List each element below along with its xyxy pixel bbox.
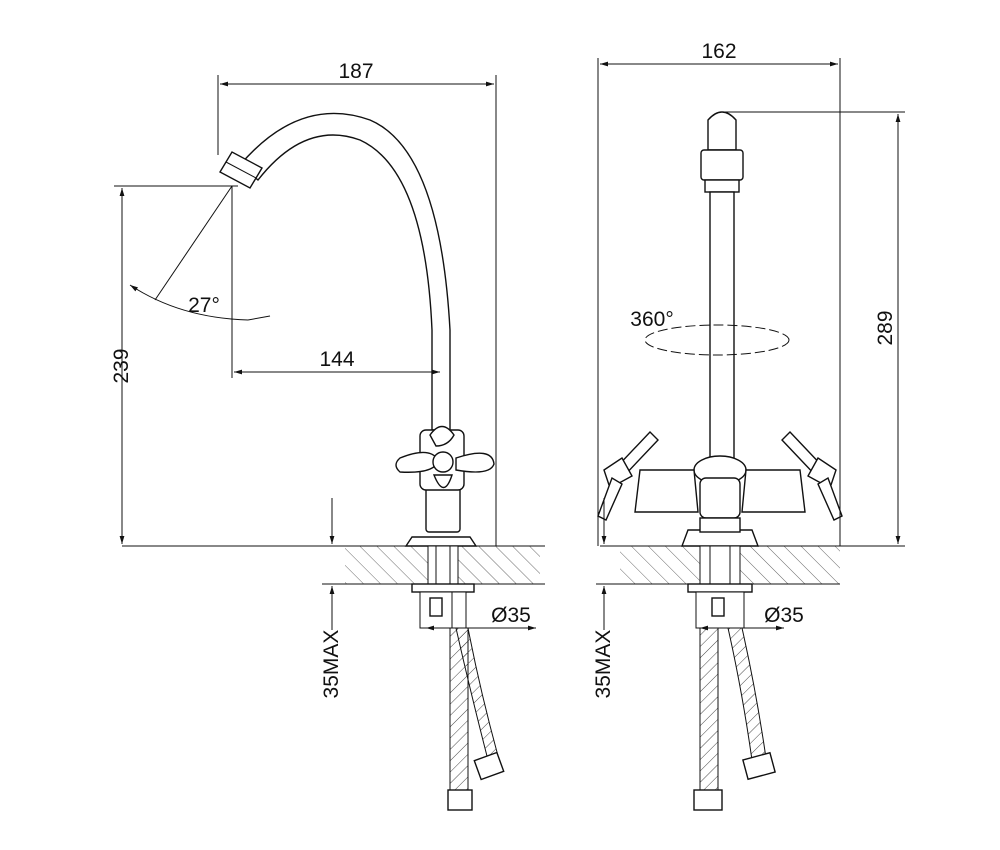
hose-nut-right	[473, 751, 505, 781]
dim-reach-side: 144	[231, 186, 440, 378]
hoses-front	[693, 627, 776, 811]
handle-hub	[432, 451, 454, 473]
valve-body-side	[395, 425, 495, 547]
handle-bottom-lever	[432, 474, 453, 489]
dim-27-label: 27°	[188, 294, 220, 317]
valve-body-front	[597, 430, 843, 547]
spout-front	[700, 111, 744, 463]
dim-hole-front: Ø35	[696, 604, 804, 631]
hose-nut-front-left	[693, 789, 723, 811]
hose-nut-left	[447, 789, 473, 811]
dim-35-label-side: Ø35	[491, 604, 531, 627]
dim-height-side: 239	[110, 185, 238, 544]
mounting-hardware-side	[411, 545, 475, 629]
right-cartridge	[741, 469, 806, 513]
dim-35-label-front: Ø35	[764, 604, 804, 627]
dim-162-label: 162	[701, 40, 736, 63]
rotation-indicator: 360°	[630, 308, 790, 356]
dim-height-front: 289	[724, 111, 905, 547]
front-view: 360°	[592, 40, 905, 811]
dim-144-label: 144	[319, 348, 354, 371]
spout-side	[219, 112, 451, 431]
dim-counter-side: 35MAX	[320, 498, 348, 698]
side-view: 187 239 144 27° Ø35	[110, 60, 545, 811]
handle-top-lever	[429, 425, 455, 447]
dim-360-label: 360°	[630, 308, 673, 331]
left-cartridge	[634, 469, 699, 513]
handle-right-lever	[455, 452, 495, 473]
dim-width-front: 162	[597, 40, 841, 546]
dim-width-side: 187	[217, 60, 497, 546]
dim-289-label: 289	[874, 310, 897, 345]
dim-35max-label-side: 35MAX	[320, 630, 343, 699]
dim-counter-front: 35MAX	[592, 498, 620, 698]
dim-187-label: 187	[338, 60, 373, 83]
countertop-side	[122, 545, 545, 585]
hoses-side	[447, 627, 505, 811]
mounting-hardware-front	[687, 545, 753, 629]
dim-angle-side: 27°	[129, 185, 271, 321]
dim-35max-label-front: 35MAX	[592, 630, 615, 699]
dim-239-label: 239	[110, 348, 133, 383]
hose-nut-front-right	[742, 751, 776, 781]
dim-hole-side: Ø35	[420, 604, 536, 631]
handle-left-lever	[395, 451, 439, 473]
